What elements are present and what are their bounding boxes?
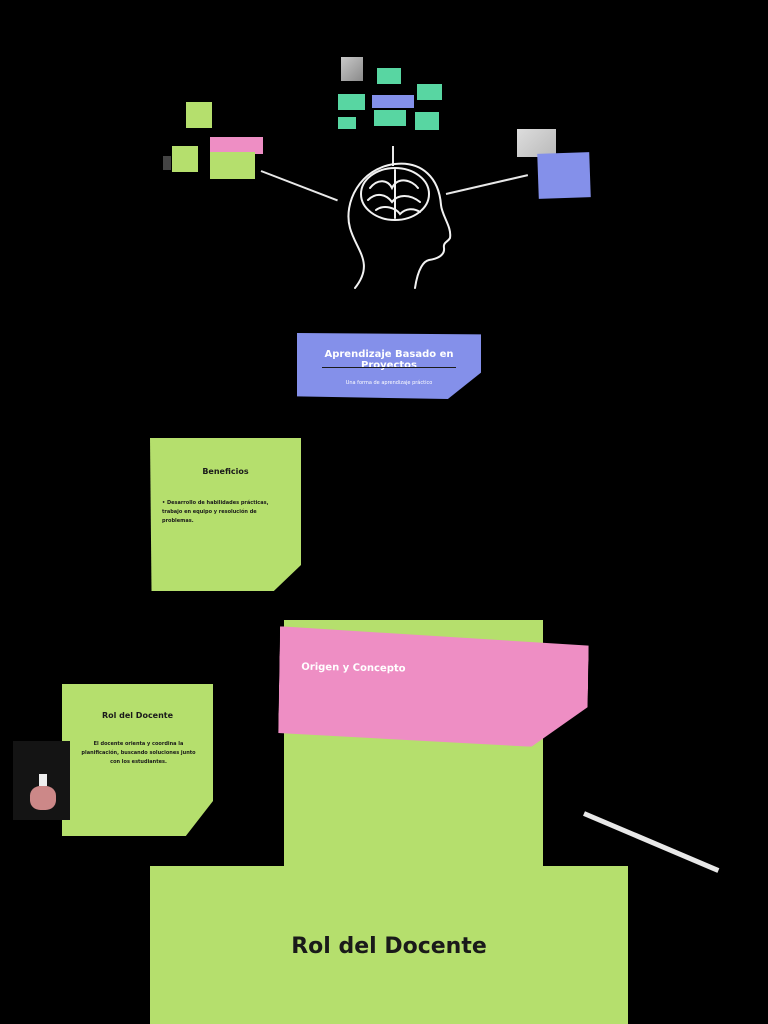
origen-title: Origen y Concepto bbox=[301, 661, 406, 675]
hand-icon bbox=[30, 786, 56, 810]
mini-note-center-6[interactable] bbox=[338, 117, 356, 129]
mini-note-center-2[interactable] bbox=[417, 84, 442, 100]
beneficios-note[interactable]: Beneficios • Desarrollo de habilidades p… bbox=[150, 438, 301, 591]
rol-small-note[interactable]: Rol del Docente El docente orienta y coo… bbox=[62, 684, 213, 836]
beneficios-bullet: • Desarrollo de habilidades prácticas, t… bbox=[162, 499, 287, 526]
title-note-title: Aprendizaje Basado en Proyectos bbox=[324, 349, 454, 371]
rol-small-title: Rol del Docente bbox=[101, 711, 174, 720]
mini-note-center-3[interactable] bbox=[338, 94, 365, 110]
mini-photo-center bbox=[341, 57, 363, 81]
mini-note-left-top[interactable] bbox=[186, 102, 212, 128]
title-note-subtitle: Una forma de aprendizaje práctico bbox=[345, 380, 433, 386]
bullet-icon: • bbox=[162, 500, 166, 506]
rol-small-body: El docente orienta y coordina la planifi… bbox=[81, 741, 196, 765]
mini-note-center-1[interactable] bbox=[377, 68, 401, 84]
mini-photo-right bbox=[517, 129, 556, 157]
beneficios-bullet-text: Desarrollo de habilidades prácticas, tra… bbox=[162, 500, 269, 524]
connector-left bbox=[260, 170, 338, 202]
title-note[interactable]: Aprendizaje Basado en Proyectos Una form… bbox=[297, 333, 481, 399]
paper-icon bbox=[39, 774, 47, 786]
beneficios-title: Beneficios bbox=[202, 467, 249, 476]
mini-note-left-pink[interactable] bbox=[210, 137, 263, 154]
mini-note-left-small[interactable] bbox=[172, 146, 198, 172]
rol-large-title: Rol del Docente bbox=[291, 934, 487, 959]
mini-note-center-5[interactable] bbox=[415, 112, 439, 130]
brain-head-icon bbox=[347, 162, 452, 289]
hands-photo bbox=[13, 741, 70, 820]
rol-large-note[interactable]: Rol del Docente bbox=[150, 866, 628, 1024]
title-note-divider bbox=[322, 367, 456, 368]
mini-note-center-4[interactable] bbox=[374, 110, 406, 126]
mini-note-right-1[interactable] bbox=[537, 152, 591, 199]
mini-note-center-blue[interactable] bbox=[372, 95, 414, 108]
mini-note-left-mid[interactable] bbox=[210, 152, 255, 179]
mini-photo-left bbox=[163, 156, 171, 170]
connector-lower bbox=[583, 811, 720, 873]
origen-note[interactable]: Origen y Concepto bbox=[278, 626, 589, 747]
